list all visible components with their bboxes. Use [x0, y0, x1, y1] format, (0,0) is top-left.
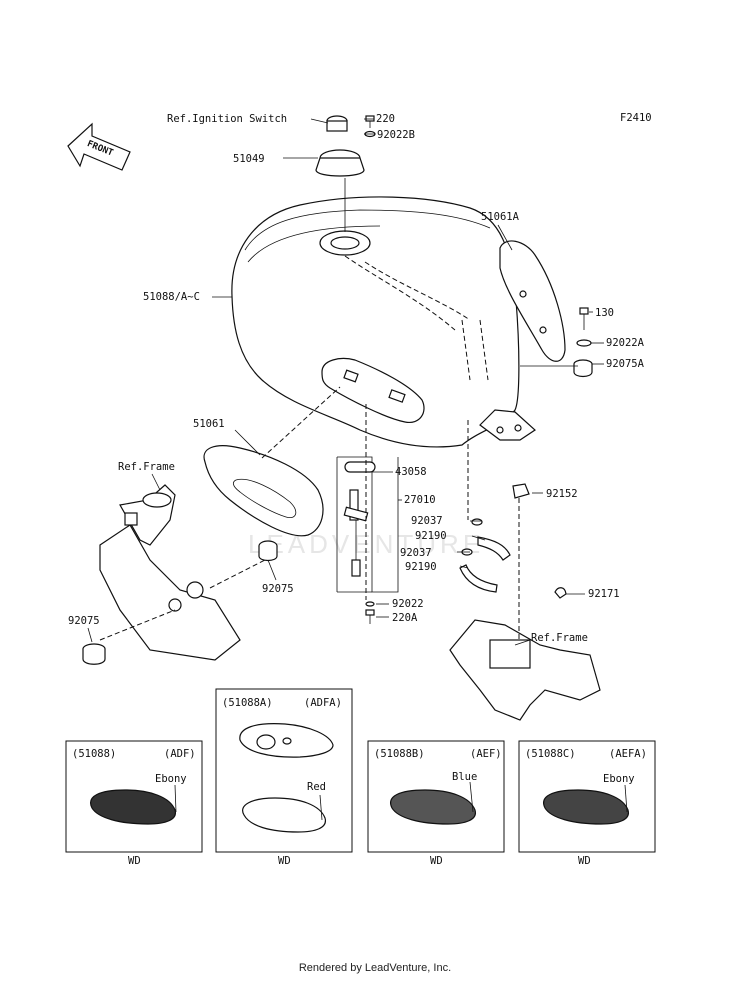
- label-92190-upper: 92190: [415, 530, 447, 542]
- label-130: 130: [595, 307, 614, 319]
- variant-box-aefa[interactable]: (51088C) (AEFA) Ebony WD: [518, 740, 656, 867]
- clamp-92037-upper[interactable]: [471, 518, 483, 526]
- clip-92171[interactable]: [554, 587, 567, 599]
- side-cover-51061[interactable]: [203, 445, 324, 537]
- label-92075-left: 92075: [68, 615, 100, 627]
- label-220: 220: [376, 113, 395, 125]
- variant-aef-part: (51088B): [374, 748, 425, 760]
- screw-220[interactable]: [365, 115, 375, 128]
- washer-92022a[interactable]: [576, 339, 592, 347]
- label-92075-mid: 92075: [262, 583, 294, 595]
- variant-aefa-bottom: WD: [578, 855, 591, 867]
- variant-aef-code: (AEF): [470, 748, 502, 760]
- hose-92190-lower[interactable]: [459, 564, 498, 593]
- variant-box-adfa[interactable]: (51088A) (ADFA) Red WD: [215, 688, 353, 867]
- variant-adfa-bottom: WD: [278, 855, 291, 867]
- variant-box-adf[interactable]: (51088) (ADF) Ebony WD: [65, 740, 203, 867]
- damper-92075-left[interactable]: [82, 643, 106, 665]
- variant-aef-color: Blue: [452, 771, 477, 783]
- footer-credit: Rendered by LeadVenture, Inc.: [298, 962, 452, 974]
- label-51061a: 51061A: [481, 211, 520, 223]
- frame-right[interactable]: [449, 619, 601, 721]
- label-92152: 92152: [546, 488, 578, 500]
- label-51061: 51061: [193, 418, 225, 430]
- washer-92022[interactable]: [365, 601, 375, 607]
- label-92037-upper: 92037: [411, 515, 443, 527]
- variant-box-aef[interactable]: (51088B) (AEF) Blue WD: [367, 740, 505, 867]
- variant-aefa-part: (51088C): [525, 748, 576, 760]
- label-92022: 92022: [392, 598, 424, 610]
- variant-adf-part: (51088): [72, 748, 116, 760]
- leader-lines: [87, 118, 604, 646]
- variant-adfa-part: (51088A): [222, 697, 273, 709]
- variant-adfa-code: (ADFA): [304, 697, 342, 709]
- variant-adf-code: (ADF): [164, 748, 196, 760]
- variant-aef-bottom: WD: [430, 855, 443, 867]
- label-ref-frame-left: Ref.Frame: [118, 461, 175, 473]
- damper-92075-mid[interactable]: [258, 540, 278, 562]
- label-92190-lower: 92190: [405, 561, 437, 573]
- variant-adf-bottom: WD: [128, 855, 141, 867]
- label-27010: 27010: [404, 494, 436, 506]
- watermark: LEADVENTURE: [248, 529, 484, 559]
- label-43058: 43058: [395, 466, 427, 478]
- fuel-tank[interactable]: [231, 196, 536, 448]
- label-92171: 92171: [588, 588, 620, 600]
- label-92022b: 92022B: [377, 129, 415, 141]
- label-92037-lower: 92037: [400, 547, 432, 559]
- hose-92190-upper[interactable]: [477, 536, 511, 561]
- frame-left[interactable]: [99, 484, 241, 661]
- bolt-130[interactable]: [579, 307, 589, 330]
- variant-adfa-color: Red: [307, 781, 326, 793]
- label-220a: 220A: [392, 612, 418, 624]
- ignition-switch-cap[interactable]: [326, 115, 348, 132]
- side-cover-51061a[interactable]: [499, 240, 566, 362]
- front-arrow-icon: FRONT: [67, 122, 131, 171]
- variant-aefa-code: (AEFA): [609, 748, 647, 760]
- variant-aefa-color: Ebony: [603, 773, 635, 785]
- label-92022a: 92022A: [606, 337, 645, 349]
- nut-92152[interactable]: [512, 483, 530, 499]
- variant-adf-color: Ebony: [155, 773, 187, 785]
- damper-92075a[interactable]: [573, 359, 593, 378]
- label-92075a: 92075A: [606, 358, 645, 370]
- label-51049: 51049: [233, 153, 265, 165]
- fuel-cock-assembly[interactable]: [336, 456, 399, 593]
- label-ref-frame-right: Ref.Frame: [531, 632, 588, 644]
- label-ref-ignition-switch: Ref.Ignition Switch: [167, 113, 287, 125]
- screw-220a[interactable]: [365, 609, 375, 624]
- callout-labels: Ref.Ignition Switch 220 92022B 51049 510…: [68, 113, 645, 644]
- cap-51049[interactable]: [315, 149, 365, 177]
- figure-code: F2410: [620, 112, 652, 124]
- label-51088: 51088/A~C: [143, 291, 200, 303]
